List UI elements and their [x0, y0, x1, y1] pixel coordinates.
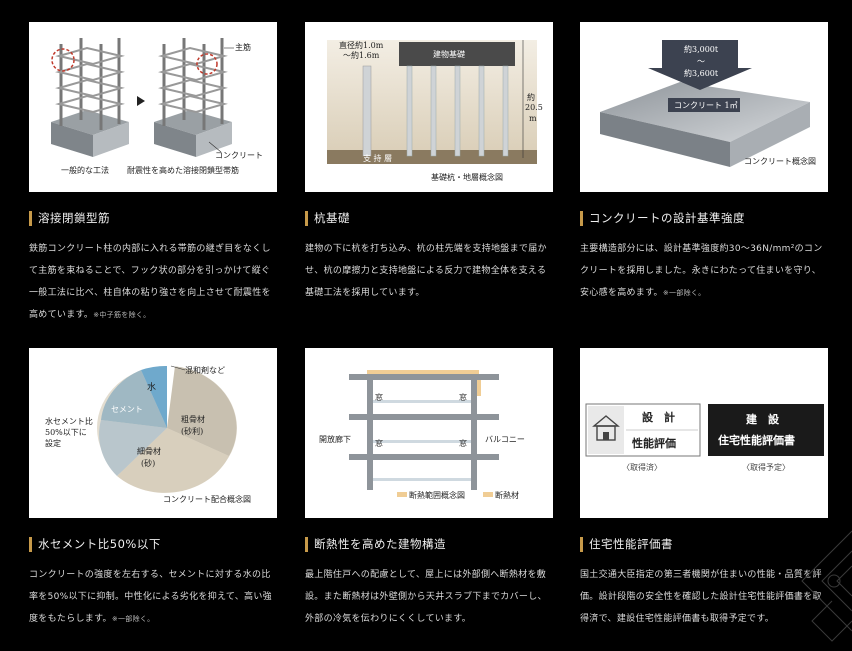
- heading-text: コンクリートの設計基準強度: [589, 211, 745, 225]
- caption-concrete: コンクリート概念図: [744, 157, 816, 166]
- label-concrete: コンクリート: [215, 151, 263, 160]
- heading-text: 住宅性能評価書: [589, 537, 673, 551]
- caption-general-method: 一般的な工法: [61, 166, 109, 175]
- legend-insulation: 断熱材: [495, 491, 519, 500]
- heading-text: 断熱性を高めた建物構造: [314, 537, 446, 551]
- feature-welded-hoop: 主筋 コンクリート 一般的な工法 耐震性を高めた溶接閉鎖型帯筋 溶接閉鎖型筋 鉄…: [29, 22, 277, 326]
- heading-accent-bar: [580, 536, 583, 552]
- concrete-strength-figure: 約3,000t 〜 約3,600t コンクリート 1㎥ コンクリート概念図: [580, 22, 828, 192]
- status-planned: 〈取得予定〉: [742, 463, 790, 472]
- heading-text: 溶接閉鎖型筋: [38, 211, 110, 225]
- heading-water-cement-ratio: 水セメント比50%以下: [29, 536, 277, 552]
- status-acquired: 〈取得済〉: [622, 463, 662, 472]
- description-text: 建物の下に杭を打ち込み、杭の柱先端を支持地盤まで届かせ、杭の摩擦力と支持地盤によ…: [305, 244, 547, 298]
- label-building-foundation: 建物基礎: [433, 50, 465, 59]
- house-icon: [592, 415, 620, 441]
- label-diameter-1: 直径約1.0m: [339, 41, 384, 50]
- description-text: コンクリートの強度を左右する、セメントに対する水の比率を50%以下に抑制。中性化…: [29, 570, 272, 624]
- label-admixture: 混和剤など: [185, 366, 225, 375]
- mark-build-title: 建 設: [746, 413, 779, 426]
- label-coarse-2: (砂利): [181, 427, 204, 436]
- heading-text: 杭基礎: [314, 211, 350, 225]
- welded-hoop-figure: 主筋 コンクリート 一般的な工法 耐震性を高めた溶接閉鎖型帯筋: [29, 22, 277, 192]
- description-note: ※一部除く。: [111, 615, 155, 623]
- label-fine-1: 細骨材: [137, 447, 161, 456]
- label-window-2: 窓: [459, 393, 467, 402]
- label-open-corridor: 開放廊下: [319, 435, 351, 444]
- label-concrete-volume: コンクリート 1㎥: [674, 101, 738, 110]
- label-diameter-2: ～約1.6m: [343, 51, 380, 60]
- concrete-strength-illustration: [580, 22, 828, 192]
- label-main-rebar: 主筋: [235, 43, 251, 52]
- label-ratio-3: 設定: [45, 439, 61, 448]
- heading-accent-bar: [580, 210, 583, 226]
- insulation-diagram: [305, 348, 553, 518]
- description-pile-foundation: 建物の下に杭を打ち込み、杭の柱先端を支持地盤まで届かせ、杭の摩擦力と支持地盤によ…: [305, 238, 553, 304]
- label-water: 水: [147, 383, 157, 393]
- mark-design-subtitle: 性能評価: [632, 437, 676, 450]
- caption-welded-method: 耐震性を高めた溶接閉鎖型帯筋: [127, 166, 239, 175]
- mark-build-subtitle: 住宅性能評価書: [718, 434, 795, 447]
- label-window-3: 窓: [375, 439, 383, 448]
- description-text: 国土交通大臣指定の第三者機関が住まいの性能・品質を評価。設計段階の安全性を確認し…: [580, 570, 822, 624]
- insulation-figure: 窓 窓 窓 窓 開放廊下 バルコニー 断熱範囲概念図 断熱材: [305, 348, 553, 518]
- caption-pile: 基礎杭・地層概念図: [431, 173, 503, 182]
- description-text: 主要構造部分には、設計基準強度約30～36N/mm²のコンクリートを採用しました…: [580, 244, 823, 298]
- label-load-2: 〜: [697, 57, 705, 66]
- description-note: ※一部除く。: [662, 289, 706, 297]
- heading-accent-bar: [29, 210, 32, 226]
- heading-performance-evaluation: 住宅性能評価書: [580, 536, 828, 552]
- water-cement-figure: 混和剤など 水 セメント 粗骨材 (砂利) 細骨材 (砂) 水セメント比 50%…: [29, 348, 277, 518]
- feature-concrete-strength: 約3,000t 〜 約3,600t コンクリート 1㎥ コンクリート概念図 コン…: [580, 22, 828, 304]
- concrete-mix-pie: [29, 348, 277, 518]
- label-load-1: 約3,000t: [684, 45, 719, 54]
- description-note: ※中子筋を除く。: [93, 311, 151, 319]
- mark-design-title: 設 計: [642, 411, 675, 424]
- description-insulation: 最上階住戸への配慮として、屋上には外部側へ断熱材を敷設。また断熱材は外壁側から天…: [305, 564, 553, 630]
- heading-concrete-strength: コンクリートの設計基準強度: [580, 210, 828, 226]
- label-depth-2: 20.5: [525, 103, 543, 112]
- label-cement: セメント: [111, 405, 143, 414]
- label-bearing-layer: 支 持 層: [363, 154, 393, 163]
- label-depth-1: 約: [527, 93, 535, 102]
- label-depth-3: m: [529, 114, 537, 123]
- caption-insulation: 断熱範囲概念図: [409, 491, 465, 500]
- heading-text: 水セメント比50%以下: [38, 537, 161, 551]
- description-text: 鉄筋コンクリート柱の内部に入れる帯筋の継ぎ目をなくして主筋を束ねることで、フック…: [29, 244, 271, 320]
- feature-performance-evaluation: 設 計 性能評価 建 設 住宅性能評価書 〈取得済〉 〈取得予定〉 住宅性能評価…: [580, 348, 828, 630]
- performance-evaluation-figure: 設 計 性能評価 建 設 住宅性能評価書 〈取得済〉 〈取得予定〉: [580, 348, 828, 518]
- description-concrete-strength: 主要構造部分には、設計基準強度約30～36N/mm²のコンクリートを採用しました…: [580, 238, 828, 304]
- heading-insulation: 断熱性を高めた建物構造: [305, 536, 553, 552]
- label-ratio-2: 50%以下に: [45, 428, 87, 437]
- description-text: 最上階住戸への配慮として、屋上には外部側へ断熱材を敷設。また断熱材は外壁側から天…: [305, 570, 547, 624]
- heading-welded-hoop: 溶接閉鎖型筋: [29, 210, 277, 226]
- label-load-3: 約3,600t: [684, 69, 719, 78]
- label-fine-2: (砂): [141, 459, 156, 468]
- label-balcony: バルコニー: [485, 435, 525, 444]
- feature-pile-foundation: 直径約1.0m ～約1.6m 建物基礎 約 20.5 m 支 持 層 基礎杭・地…: [305, 22, 553, 304]
- pile-foundation-illustration: [305, 22, 553, 192]
- heading-accent-bar: [305, 210, 308, 226]
- heading-accent-bar: [305, 536, 308, 552]
- label-window-4: 窓: [459, 439, 467, 448]
- ornament-decoration: [801, 530, 852, 642]
- feature-insulation: 窓 窓 窓 窓 開放廊下 バルコニー 断熱範囲概念図 断熱材 断熱性を高めた建物…: [305, 348, 553, 630]
- heading-accent-bar: [29, 536, 32, 552]
- label-ratio-1: 水セメント比: [45, 417, 93, 426]
- caption-mix: コンクリート配合概念図: [163, 495, 251, 504]
- description-performance-evaluation: 国土交通大臣指定の第三者機関が住まいの性能・品質を評価。設計段階の安全性を確認し…: [580, 564, 828, 630]
- label-coarse-1: 粗骨材: [181, 415, 205, 424]
- welded-hoop-illustration: [29, 22, 277, 192]
- evaluation-marks: [580, 348, 828, 518]
- description-welded-hoop: 鉄筋コンクリート柱の内部に入れる帯筋の継ぎ目をなくして主筋を束ねることで、フック…: [29, 238, 277, 326]
- pile-foundation-figure: 直径約1.0m ～約1.6m 建物基礎 約 20.5 m 支 持 層 基礎杭・地…: [305, 22, 553, 192]
- feature-water-cement-ratio: 混和剤など 水 セメント 粗骨材 (砂利) 細骨材 (砂) 水セメント比 50%…: [29, 348, 277, 630]
- description-water-cement-ratio: コンクリートの強度を左右する、セメントに対する水の比率を50%以下に抑制。中性化…: [29, 564, 277, 630]
- heading-pile-foundation: 杭基礎: [305, 210, 553, 226]
- label-window-1: 窓: [375, 393, 383, 402]
